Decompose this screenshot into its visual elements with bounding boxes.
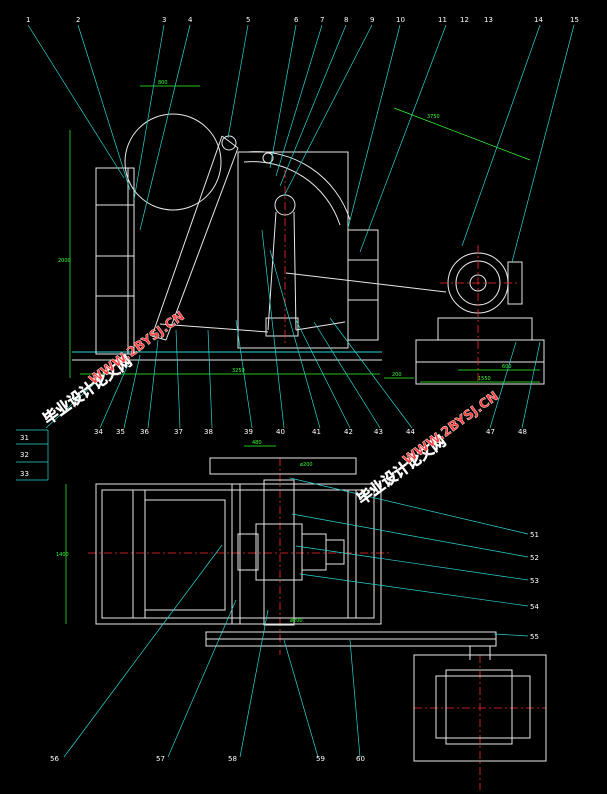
dimension-lines bbox=[65, 85, 540, 624]
callout-31: 31 bbox=[20, 434, 29, 442]
callout-42: 42 bbox=[344, 428, 353, 436]
callout-8: 8 bbox=[344, 16, 348, 24]
callout-1: 1 bbox=[26, 16, 30, 24]
callout-13: 13 bbox=[484, 16, 493, 24]
callout-41: 41 bbox=[312, 428, 321, 436]
callouts-bottom: 56 57 58 59 60 bbox=[50, 755, 365, 763]
callout-5: 5 bbox=[246, 16, 250, 24]
dim-plan-shaft: ø200 bbox=[300, 462, 313, 468]
callout-48: 48 bbox=[518, 428, 527, 436]
callout-36: 36 bbox=[140, 428, 149, 436]
callouts-top: 1 2 3 4 5 6 7 8 9 10 11 12 13 14 15 bbox=[26, 16, 579, 24]
elevation-view bbox=[72, 113, 545, 385]
callout-60: 60 bbox=[356, 755, 365, 763]
callout-34: 34 bbox=[94, 428, 103, 436]
dim-bottom-a: 3250 bbox=[232, 368, 245, 374]
callouts-right: 51 52 53 54 55 bbox=[530, 531, 539, 641]
dim-plan-top: 480 bbox=[252, 440, 262, 446]
callout-6: 6 bbox=[294, 16, 299, 24]
callout-47: 47 bbox=[486, 428, 495, 436]
callout-9: 9 bbox=[370, 16, 374, 24]
callout-56: 56 bbox=[50, 755, 59, 763]
dim-height: 2000 bbox=[58, 258, 71, 264]
callout-38: 38 bbox=[204, 428, 213, 436]
callout-33: 33 bbox=[20, 470, 29, 478]
callout-3: 3 bbox=[162, 16, 166, 24]
callout-40: 40 bbox=[276, 428, 285, 436]
dim-motor-a: 600 bbox=[502, 364, 512, 370]
callout-15: 15 bbox=[570, 16, 579, 24]
callout-57: 57 bbox=[156, 755, 165, 763]
callout-58: 58 bbox=[228, 755, 237, 763]
callout-14: 14 bbox=[534, 16, 543, 24]
dim-plan-side: 1400 bbox=[56, 552, 69, 558]
callout-39: 39 bbox=[244, 428, 253, 436]
callout-54: 54 bbox=[530, 603, 539, 611]
dim-bottom-b: 200 bbox=[392, 372, 402, 378]
callouts-left-stack: 31 32 33 bbox=[20, 434, 29, 478]
callout-32: 32 bbox=[20, 451, 29, 459]
dim-top-left: 800 bbox=[158, 80, 168, 86]
callout-51: 51 bbox=[530, 531, 539, 539]
callout-12: 12 bbox=[460, 16, 469, 24]
callout-37: 37 bbox=[174, 428, 183, 436]
dim-motor-b: 1550 bbox=[478, 376, 491, 382]
callouts-bottom-row: 34 35 36 37 38 39 40 41 42 43 44 47 48 bbox=[94, 428, 527, 436]
callout-10: 10 bbox=[396, 16, 405, 24]
callout-43: 43 bbox=[374, 428, 383, 436]
callout-55: 55 bbox=[530, 633, 539, 641]
callout-11: 11 bbox=[438, 16, 447, 24]
dim-top-right: 3750 bbox=[427, 114, 440, 120]
callout-52: 52 bbox=[530, 554, 539, 562]
callout-2: 2 bbox=[76, 16, 80, 24]
callout-4: 4 bbox=[188, 16, 193, 24]
callout-59: 59 bbox=[316, 755, 325, 763]
dim-plan-bar: ø200 bbox=[290, 618, 303, 624]
callout-7: 7 bbox=[320, 16, 324, 24]
callout-44: 44 bbox=[406, 428, 415, 436]
callout-53: 53 bbox=[530, 577, 539, 585]
dimension-texts: 800 3750 2000 3250 200 600 1550 480 ø200… bbox=[56, 80, 512, 624]
callout-35: 35 bbox=[116, 428, 125, 436]
plan-view bbox=[95, 457, 547, 762]
leader-lines bbox=[16, 24, 575, 758]
